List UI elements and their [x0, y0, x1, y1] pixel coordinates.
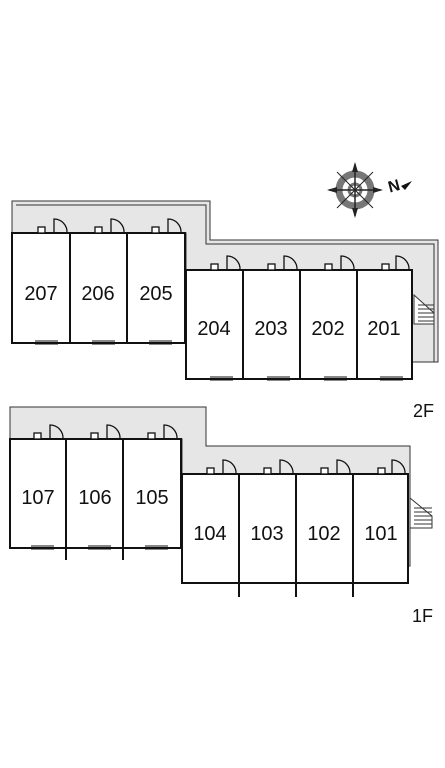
- svg-text:205: 205: [139, 283, 172, 305]
- door-icon: [210, 255, 410, 271]
- unit-105: 105: [122, 438, 182, 549]
- window-icon: [31, 545, 168, 550]
- unit-206: 206: [69, 232, 128, 344]
- svg-text:106: 106: [78, 487, 111, 509]
- svg-text:207: 207: [24, 283, 57, 305]
- compass-north-label: N: [386, 177, 402, 196]
- unit-207: 207: [11, 232, 71, 344]
- compass-rose-icon: [327, 162, 383, 218]
- svg-text:206: 206: [81, 283, 114, 305]
- door-icon: [33, 424, 178, 440]
- unit-106: 106: [65, 438, 124, 549]
- unit-102: 102: [295, 473, 354, 584]
- unit-204: 204: [185, 269, 244, 380]
- floor-2f: 207 206 205 204 203 202 201: [11, 200, 439, 421]
- unit-201: 201: [356, 269, 413, 380]
- north-arrow-icon: [401, 181, 412, 190]
- floor-1f: 107 106 105 104 103 102 101: [9, 406, 433, 626]
- unit-107: 107: [9, 438, 67, 549]
- svg-text:203: 203: [254, 318, 287, 340]
- stairs-icon: [409, 496, 433, 529]
- door-icon: [37, 218, 182, 234]
- svg-text:104: 104: [193, 523, 226, 545]
- unit-101: 101: [352, 473, 409, 584]
- unit-205: 205: [126, 232, 186, 344]
- stairs-icon: [413, 293, 435, 325]
- unit-203: 203: [242, 269, 301, 380]
- svg-text:202: 202: [311, 318, 344, 340]
- window-icon: [35, 340, 403, 381]
- unit-202: 202: [299, 269, 358, 380]
- floor-label-2f: 2F: [413, 401, 434, 421]
- door-icon: [206, 459, 406, 475]
- partition-wall: [65, 548, 354, 597]
- svg-text:101: 101: [364, 523, 397, 545]
- unit-104: 104: [181, 473, 240, 584]
- svg-text:102: 102: [307, 523, 340, 545]
- svg-text:107: 107: [21, 487, 54, 509]
- svg-text:204: 204: [197, 318, 230, 340]
- unit-103: 103: [238, 473, 297, 584]
- floor-label-1f: 1F: [412, 606, 433, 626]
- svg-text:103: 103: [250, 523, 283, 545]
- svg-text:201: 201: [367, 318, 400, 340]
- svg-text:105: 105: [135, 487, 168, 509]
